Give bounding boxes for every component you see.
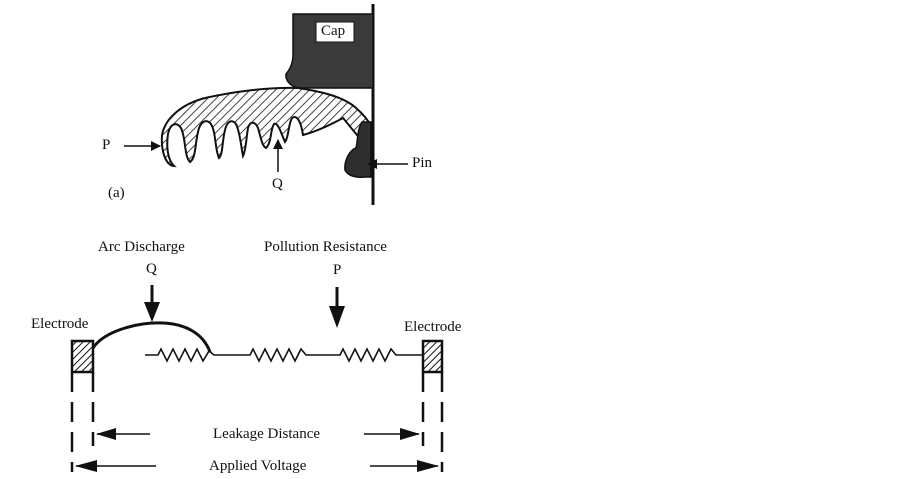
pollution-resistor-chain <box>145 347 422 363</box>
q-label: Q <box>272 176 283 192</box>
pollution-resistance-label: Pollution Resistance <box>264 239 387 255</box>
left-electrode-block <box>70 339 95 374</box>
leakage-distance-label: Leakage Distance <box>213 426 321 442</box>
cap-label: Cap <box>321 23 346 39</box>
applied-voltage-label: Applied Voltage <box>209 458 307 474</box>
electrode-left-label: Electrode <box>31 316 89 332</box>
equivalent-circuit <box>70 285 444 472</box>
right-electrode-block <box>421 339 444 374</box>
p-label: P <box>102 137 111 153</box>
panel-label: (a) <box>108 185 125 201</box>
leakage-right-arrowhead <box>400 428 420 440</box>
arc-q-arrowhead <box>144 302 160 322</box>
voltage-right-arrowhead <box>417 460 439 472</box>
pin-metal <box>344 121 372 178</box>
arc-q-label: Q <box>146 261 157 277</box>
pollution-p-label: P <box>333 262 342 278</box>
insulator-cross-section <box>124 4 408 205</box>
voltage-left-arrowhead <box>75 460 97 472</box>
pin-label: Pin <box>412 155 433 171</box>
leakage-left-arrowhead <box>96 428 116 440</box>
cap-label-box <box>315 21 355 43</box>
pollution-p-arrowhead <box>329 306 345 328</box>
electrode-right-label: Electrode <box>404 319 462 335</box>
arc-discharge-curve <box>91 321 212 353</box>
porcelain-shed <box>160 86 372 168</box>
arc-discharge-label: Arc Discharge <box>98 239 185 255</box>
